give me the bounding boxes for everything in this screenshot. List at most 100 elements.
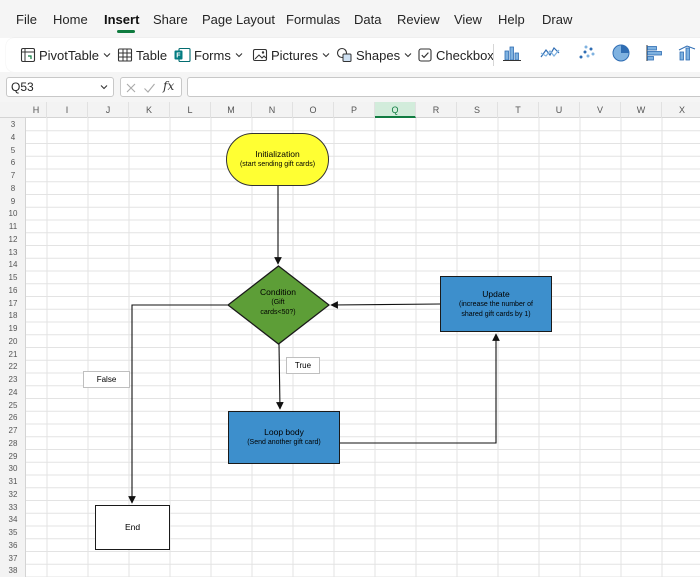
- menu-data[interactable]: Data: [354, 12, 382, 27]
- row-header-14[interactable]: 14: [8, 260, 18, 270]
- row-header-22[interactable]: 22: [8, 362, 18, 372]
- cancel-icon[interactable]: [125, 81, 137, 99]
- line-chart-icon: [539, 44, 561, 67]
- row-header-10[interactable]: 10: [8, 209, 18, 219]
- menu-file[interactable]: File: [16, 12, 37, 27]
- cell-grid[interactable]: [26, 118, 700, 577]
- row-header-7[interactable]: 7: [10, 171, 16, 180]
- column-header-u[interactable]: U: [539, 102, 580, 118]
- column-header-l[interactable]: L: [170, 102, 211, 118]
- row-header-33[interactable]: 33: [8, 502, 18, 512]
- column-header-v[interactable]: V: [580, 102, 621, 118]
- chevron-down-icon: [234, 50, 244, 60]
- row-header-26[interactable]: 26: [8, 413, 18, 423]
- bar-chart-button[interactable]: [639, 42, 669, 68]
- line-chart-button[interactable]: [535, 42, 565, 68]
- row-header-8[interactable]: 8: [10, 183, 16, 193]
- row-header-13[interactable]: 13: [8, 247, 18, 257]
- row-header-5[interactable]: 5: [10, 145, 16, 155]
- arrow-update-to-condition[interactable]: [330, 301, 441, 309]
- pictures-button[interactable]: Pictures: [252, 47, 331, 63]
- menu-home[interactable]: Home: [53, 12, 88, 27]
- row-header-20[interactable]: 20: [8, 336, 18, 346]
- column-chart-button[interactable]: [497, 42, 527, 68]
- name-box[interactable]: Q53: [6, 77, 114, 97]
- row-header-34[interactable]: 34: [8, 515, 18, 525]
- row-header-4[interactable]: 4: [10, 132, 16, 142]
- table-button[interactable]: Table: [117, 47, 167, 63]
- chevron-down-icon[interactable]: [99, 81, 109, 95]
- row-header-25[interactable]: 25: [8, 400, 18, 410]
- row-header-23[interactable]: 23: [8, 375, 18, 384]
- row-header-30[interactable]: 30: [8, 464, 18, 474]
- menu-review[interactable]: Review: [397, 12, 440, 27]
- row-header-18[interactable]: 18: [8, 311, 18, 321]
- menu-page-layout[interactable]: Page Layout: [202, 12, 276, 27]
- initialization-terminator[interactable]: Initialization (start sending gift cards…: [226, 133, 329, 186]
- checkbox-label: Checkbox: [436, 47, 494, 63]
- column-header-q[interactable]: Q: [375, 102, 416, 118]
- row-header-9[interactable]: 9: [10, 196, 16, 206]
- pie-chart-button[interactable]: [606, 42, 636, 68]
- menu-insert[interactable]: Insert: [104, 12, 140, 27]
- menu-share[interactable]: Share: [153, 12, 188, 27]
- column-header-o[interactable]: O: [293, 102, 334, 118]
- row-header-28[interactable]: 28: [8, 438, 18, 448]
- row-header-24[interactable]: 24: [8, 387, 18, 397]
- active-tab-indicator: [117, 30, 135, 33]
- column-header-w[interactable]: W: [621, 102, 662, 118]
- column-header-j[interactable]: J: [88, 102, 129, 118]
- column-header-h[interactable]: H: [26, 102, 47, 118]
- arrow-condition-to-loop[interactable]: [276, 343, 284, 410]
- column-header-m[interactable]: M: [211, 102, 252, 118]
- arrow-loop-to-update[interactable]: [340, 333, 500, 444]
- condition-diamond[interactable]: [227, 265, 330, 345]
- forms-button[interactable]: F Forms: [174, 47, 244, 63]
- column-header-t[interactable]: T: [498, 102, 539, 118]
- row-header-3[interactable]: 3: [10, 120, 16, 129]
- column-header-s[interactable]: S: [457, 102, 498, 118]
- row-header-32[interactable]: 32: [8, 489, 18, 499]
- end-box[interactable]: End: [95, 505, 170, 550]
- checkbox-button[interactable]: Checkbox: [417, 47, 494, 63]
- false-label[interactable]: False: [83, 371, 130, 388]
- update-sub-line1: (increase the number of: [459, 300, 533, 308]
- row-header-27[interactable]: 27: [8, 426, 18, 435]
- row-header-12[interactable]: 12: [8, 234, 18, 244]
- row-header-35[interactable]: 35: [8, 528, 18, 537]
- pivottable-button[interactable]: PivotTable: [20, 47, 112, 63]
- row-header-21[interactable]: 21: [8, 349, 18, 359]
- column-header-n[interactable]: N: [252, 102, 293, 118]
- column-header-k[interactable]: K: [129, 102, 170, 118]
- arrow-condition-to-end[interactable]: [128, 304, 228, 504]
- row-header-29[interactable]: 29: [8, 451, 18, 461]
- row-header-19[interactable]: 19: [8, 324, 18, 333]
- column-header-i[interactable]: I: [47, 102, 88, 118]
- column-header-r[interactable]: R: [416, 102, 457, 118]
- column-header-x[interactable]: X: [662, 102, 700, 118]
- row-header-15[interactable]: 15: [8, 273, 18, 282]
- row-header-16[interactable]: 16: [8, 285, 18, 295]
- column-header-p[interactable]: P: [334, 102, 375, 118]
- scatter-chart-button[interactable]: [572, 42, 602, 68]
- row-header-6[interactable]: 6: [10, 158, 16, 168]
- formula-input[interactable]: [187, 77, 700, 97]
- update-process[interactable]: Update (increase the number of shared gi…: [440, 276, 552, 332]
- combo-chart-button[interactable]: [672, 42, 700, 68]
- formula-bar: Q53 fx: [0, 72, 700, 102]
- menu-help[interactable]: Help: [498, 12, 525, 27]
- row-header-38[interactable]: 38: [8, 566, 18, 576]
- row-header-31[interactable]: 31: [8, 477, 18, 486]
- menu-view[interactable]: View: [454, 12, 482, 27]
- menu-draw[interactable]: Draw: [542, 12, 573, 27]
- true-label[interactable]: True: [286, 357, 320, 374]
- loop-body-process[interactable]: Loop body (Send another gift card): [228, 411, 340, 464]
- enter-check-icon[interactable]: [143, 81, 156, 99]
- row-header-36[interactable]: 36: [8, 540, 18, 550]
- row-header-17[interactable]: 17: [8, 298, 18, 308]
- row-header-37[interactable]: 37: [8, 553, 18, 563]
- row-header-11[interactable]: 11: [8, 222, 18, 231]
- menu-formulas[interactable]: Formulas: [286, 12, 341, 27]
- insert-function-icon[interactable]: fx: [163, 79, 175, 93]
- shapes-button[interactable]: Shapes: [336, 47, 413, 63]
